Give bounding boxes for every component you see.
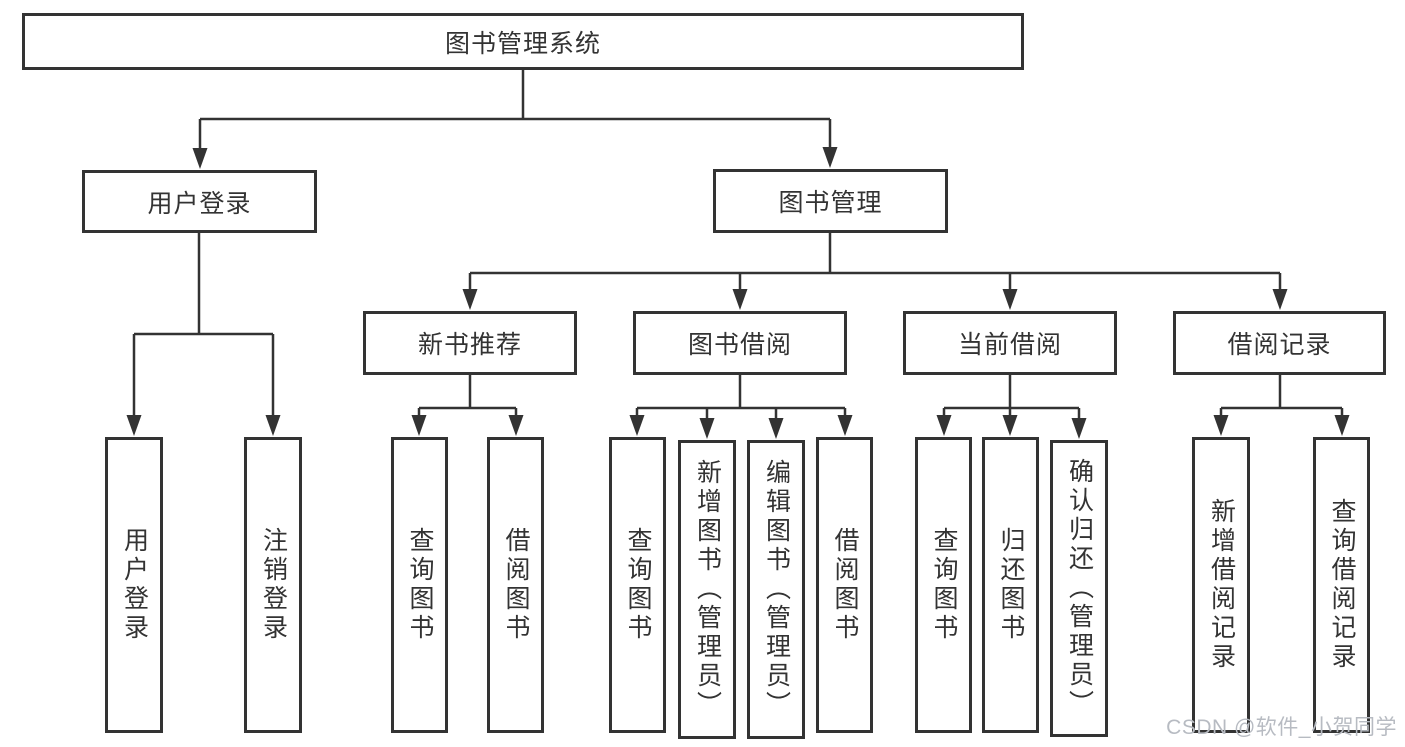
- node-borrowing-records: 借阅记录: [1173, 311, 1386, 375]
- leaf-edit-book-admin: 编辑图书（管理员）: [747, 440, 805, 739]
- leaf-add-book-admin: 新增图书（管理员）: [678, 440, 736, 739]
- watermark: CSDN @软件_小贺同学: [1166, 716, 1397, 739]
- node-library-system: 图书管理系统: [22, 13, 1024, 70]
- node-new-book-recommendation: 新书推荐: [363, 311, 577, 375]
- leaf-return-books: 归还图书: [982, 437, 1039, 733]
- leaf-borrow-books-borrowing: 借阅图书: [816, 437, 873, 733]
- leaf-add-borrow-record: 新增借阅记录: [1192, 437, 1250, 733]
- leaf-query-borrow-record: 查询借阅记录: [1313, 437, 1370, 733]
- node-book-borrowing: 图书借阅: [633, 311, 847, 375]
- node-current-borrowing: 当前借阅: [903, 311, 1117, 375]
- leaf-confirm-return-admin: 确认归还（管理员）: [1050, 440, 1108, 737]
- node-user-login: 用户登录: [82, 170, 317, 233]
- leaf-borrow-books-recommend: 借阅图书: [487, 437, 544, 733]
- leaf-query-books-recommend: 查询图书: [391, 437, 448, 733]
- leaf-user-login: 用户登录: [105, 437, 163, 733]
- leaf-logout: 注销登录: [244, 437, 302, 733]
- leaf-query-books-current: 查询图书: [915, 437, 972, 733]
- leaf-query-books-borrowing: 查询图书: [609, 437, 666, 733]
- node-book-management: 图书管理: [713, 169, 948, 233]
